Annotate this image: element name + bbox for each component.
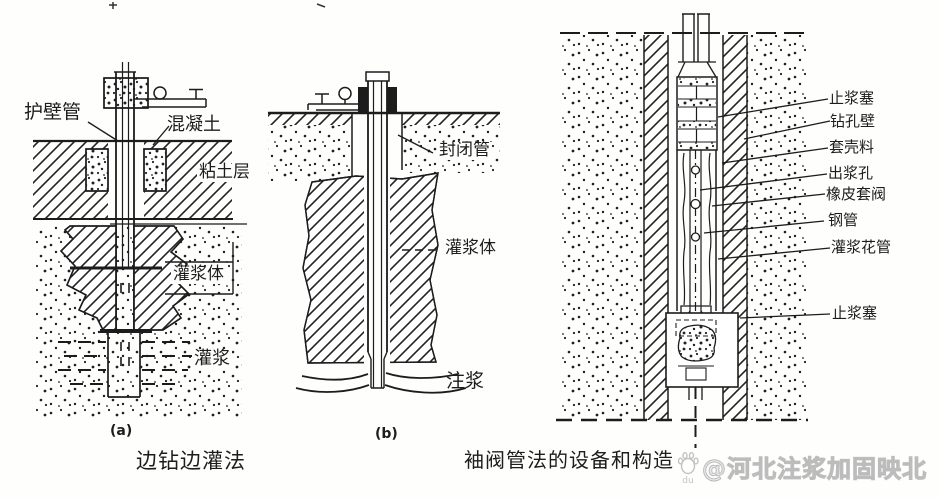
figure-a-tag: (a) <box>110 423 133 439</box>
label-sheath-material: 套壳料 <box>829 138 875 156</box>
baidu-du-text: du <box>682 476 693 486</box>
label-sealing-pipe: 封闭管 <box>437 140 492 160</box>
label-rubber-sleeve-valve: 橡皮套阀 <box>826 185 887 203</box>
baidu-paw-icon: du <box>677 452 699 486</box>
label-grouting: 灌浆 <box>192 348 232 369</box>
figure-a-caption: 边钻边灌法 <box>136 449 246 473</box>
label-plug-top: 止浆塞 <box>829 89 875 107</box>
label-concrete: 混凝土 <box>167 114 221 135</box>
label-steel-pipe: 钢管 <box>828 211 859 229</box>
label-clay-layer: 粘土层 <box>197 162 252 182</box>
label-plug-bottom: 止浆塞 <box>832 304 878 322</box>
label-grout-body-a: 灌浆体 <box>171 264 226 284</box>
leader-lines <box>699 98 831 319</box>
label-borehole-wall: 钻孔壁 <box>830 112 876 130</box>
label-grout-outlet: 出浆孔 <box>828 164 874 182</box>
figure-b-tag: (b) <box>375 426 398 442</box>
watermark: du @河北注浆加固映北 <box>677 449 927 486</box>
figure-b-drawing <box>268 71 500 394</box>
label-perforated-grout-pipe: 灌浆花管 <box>831 238 892 256</box>
label-grout-injection: 注浆 <box>446 370 485 392</box>
figure-c-drawing <box>556 13 831 448</box>
label-casing-pipe: 护壁管 <box>24 101 82 123</box>
label-grout-body-b: 灌浆体 <box>443 238 498 258</box>
watermark-text: @河北注浆加固映北 <box>702 455 927 484</box>
figure-c-caption: 袖阀管法的设备和构造 <box>464 448 674 472</box>
scan-noise <box>109 2 326 9</box>
